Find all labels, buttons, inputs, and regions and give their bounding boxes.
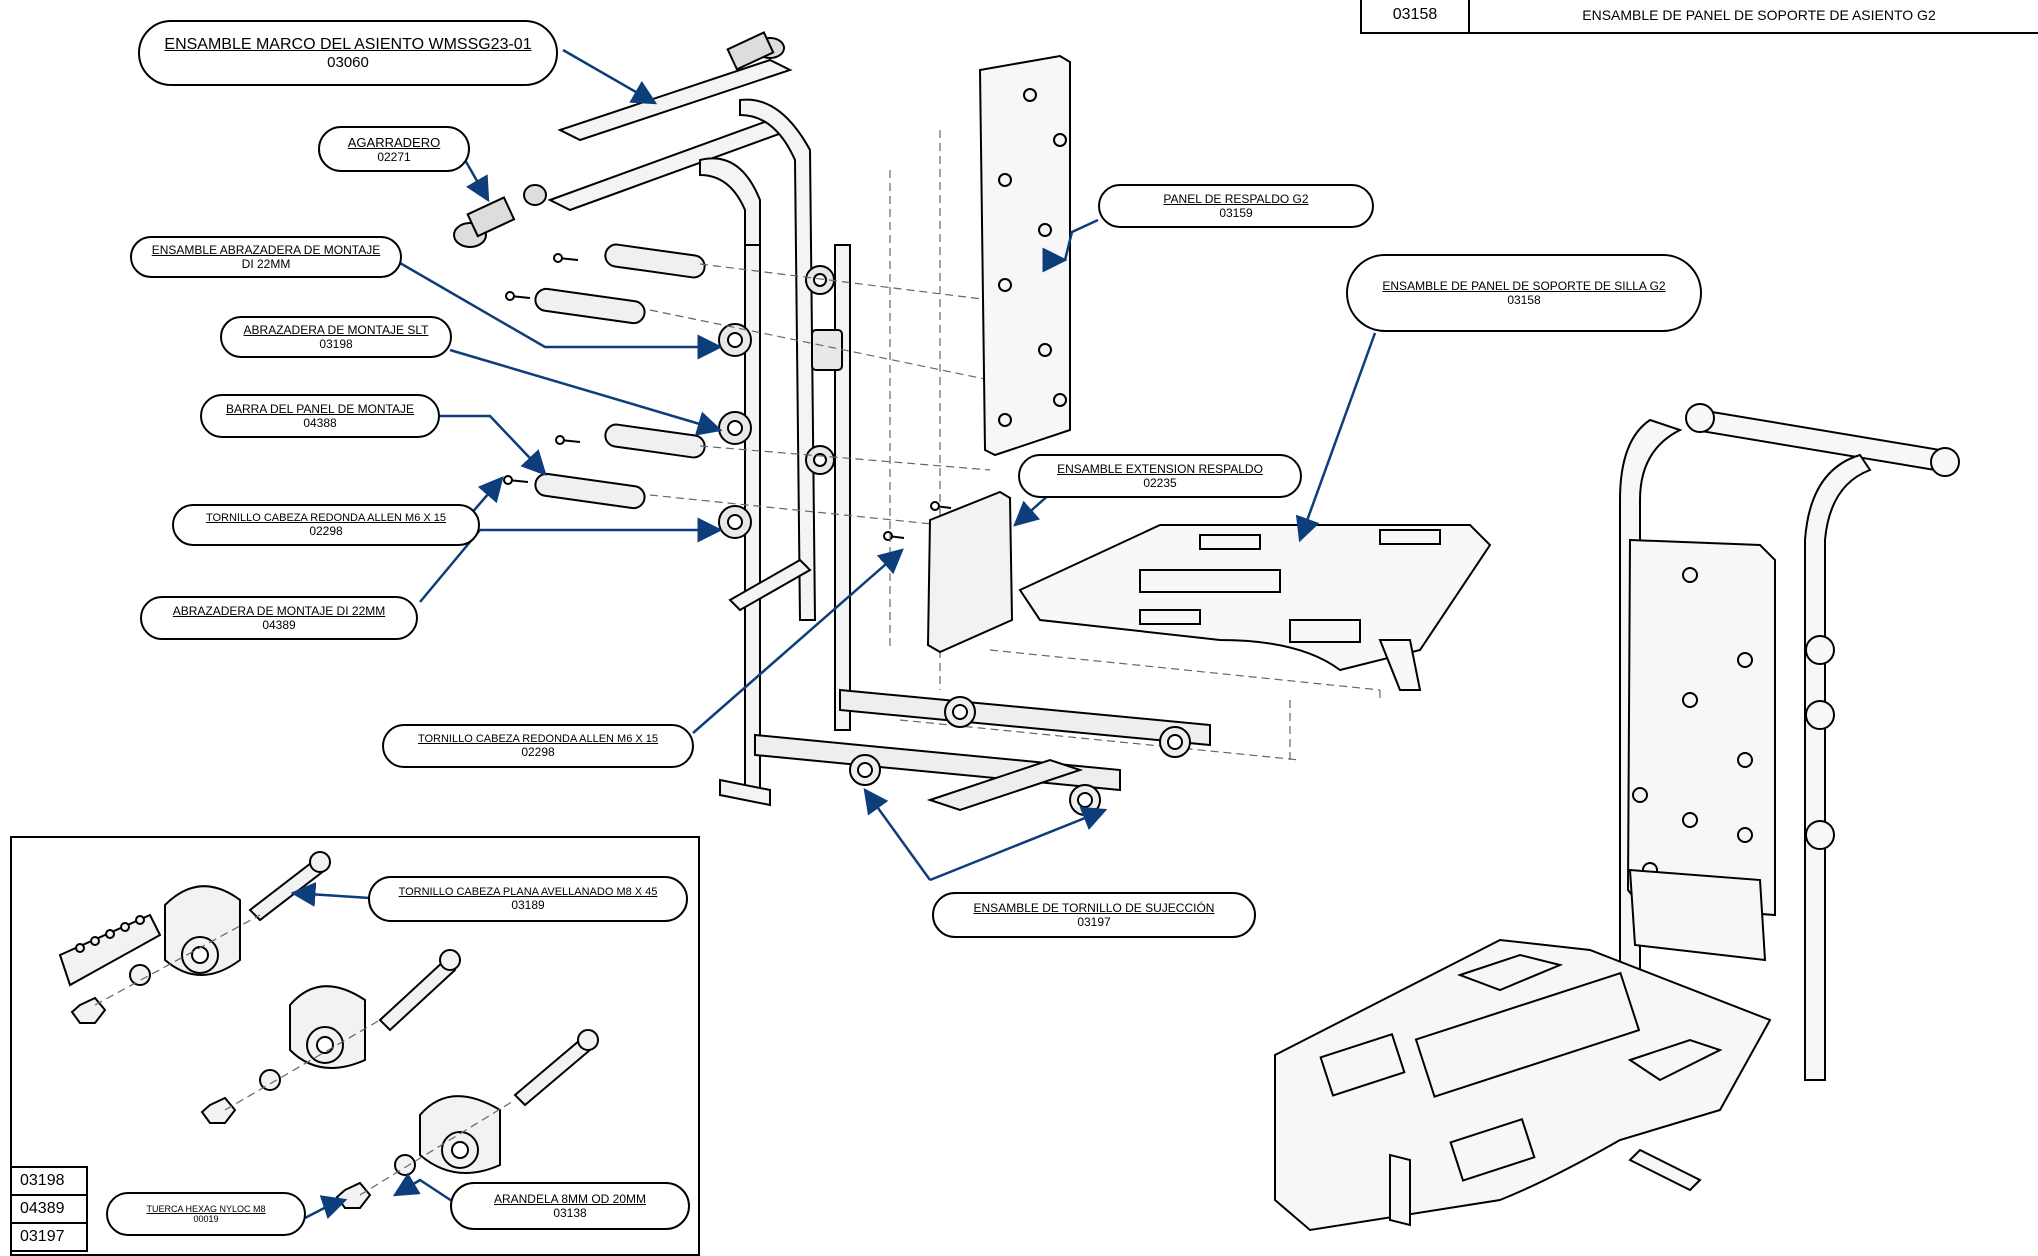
- callout-seat-support-name: ENSAMBLE DE PANEL DE SOPORTE DE SILLA G2: [1382, 279, 1666, 293]
- callout-flat-screw-part: 03189: [511, 898, 545, 912]
- callout-nut: TUERCA HEXAG NYLOC M8 00019: [106, 1192, 306, 1236]
- assembly-guide-lines: [649, 130, 1381, 761]
- callout-clamp-screw-asm-part: 03197: [1077, 915, 1111, 929]
- inset-part-table: 03198 04389 03197: [10, 1166, 88, 1252]
- handle-grip-part: [453, 31, 785, 248]
- callout-screw-left-part: 02298: [309, 524, 343, 538]
- backrest-extension-part: [926, 490, 1014, 654]
- callout-washer-name: ARANDELA 8MM OD 20MM: [493, 1192, 647, 1206]
- inset-part-row: 03198: [10, 1166, 88, 1196]
- seat-frame-part: [547, 58, 851, 807]
- callout-nut-name: TUERCA HEXAG NYLOC M8: [146, 1204, 266, 1214]
- callout-seat-support-part: 03158: [1507, 293, 1541, 307]
- title-block-description: ENSAMBLE DE PANEL DE SOPORTE DE ASIENTO …: [1468, 0, 2038, 34]
- callout-clamp-22: ABRAZADERA DE MONTAJE DI 22MM 04389: [140, 596, 418, 640]
- callout-seat-frame-name: ENSAMBLE MARCO DEL ASIENTO WMSSG23-01: [164, 35, 532, 53]
- title-block-table: 03158 ENSAMBLE DE PANEL DE SOPORTE DE AS…: [1360, 0, 2038, 34]
- callout-screw-left-name: TORNILLO CABEZA REDONDA ALLEN M6 X 15: [205, 512, 447, 524]
- callout-seat-frame: ENSAMBLE MARCO DEL ASIENTO WMSSG23-01 03…: [138, 20, 558, 86]
- inset-part-row: 03197: [10, 1222, 88, 1252]
- callout-clamp-22-part: 04389: [262, 618, 296, 632]
- inset-part-cell: 04389: [10, 1194, 88, 1224]
- callout-slt-clamp: ABRAZADERA DE MONTAJE SLT 03198: [220, 316, 452, 358]
- callout-handle: AGARRADERO 02271: [318, 126, 470, 172]
- callout-washer-part: 03138: [553, 1206, 587, 1220]
- callout-mount-clamp-asm: ENSAMBLE ABRAZADERA DE MONTAJE DI 22MM: [130, 236, 402, 278]
- callout-clamp-screw-asm-name: ENSAMBLE DE TORNILLO DE SUJECCIÓN: [973, 901, 1215, 915]
- callout-screw-mid: TORNILLO CABEZA REDONDA ALLEN M6 X 15 02…: [382, 724, 694, 768]
- callout-screw-mid-part: 02298: [521, 745, 555, 759]
- callout-flat-screw: TORNILLO CABEZA PLANA AVELLANADO M8 X 45…: [368, 876, 688, 922]
- callout-washer: ARANDELA 8MM OD 20MM 03138: [450, 1182, 690, 1230]
- title-block-part-number: 03158: [1360, 0, 1470, 34]
- inset-part-cell: 03197: [10, 1222, 88, 1252]
- callout-backrest-panel-name: PANEL DE RESPALDO G2: [1163, 192, 1309, 206]
- callout-backrest-panel: PANEL DE RESPALDO G2 03159: [1098, 184, 1374, 228]
- callout-backrest-panel-part: 03159: [1219, 206, 1253, 220]
- panel-mount-bars: [534, 243, 706, 510]
- inset-part-row: 04389: [10, 1194, 88, 1224]
- backrest-panel-part: [978, 54, 1071, 457]
- callout-backrest-ext: ENSAMBLE EXTENSION RESPALDO 02235: [1018, 454, 1302, 498]
- callout-seat-support: ENSAMBLE DE PANEL DE SOPORTE DE SILLA G2…: [1346, 254, 1702, 332]
- inset-guide-lines: [94, 914, 516, 1196]
- callout-handle-name: AGARRADERO: [347, 134, 441, 150]
- callout-slt-clamp-name: ABRAZADERA DE MONTAJE SLT: [243, 323, 429, 337]
- callout-backrest-ext-part: 02235: [1143, 476, 1177, 490]
- callout-seat-frame-part: 03060: [327, 53, 369, 71]
- callout-screw-mid-name: TORNILLO CABEZA REDONDA ALLEN M6 X 15: [417, 733, 659, 745]
- clamp-screw-rails: [754, 688, 1211, 816]
- callout-slt-clamp-part: 03198: [319, 337, 353, 351]
- callout-flat-screw-name: TORNILLO CABEZA PLANA AVELLANADO M8 X 45: [398, 886, 658, 898]
- callout-mount-clamp-asm-name: ENSAMBLE ABRAZADERA DE MONTAJE: [151, 243, 381, 257]
- assembled-seat-view: [1274, 403, 1960, 1232]
- callout-panel-bar: BARRA DEL PANEL DE MONTAJE 04388: [200, 394, 440, 438]
- callout-backrest-ext-name: ENSAMBLE EXTENSION RESPALDO: [1057, 462, 1263, 476]
- inset-part-cell: 03198: [10, 1166, 88, 1196]
- callout-nut-part: 00019: [193, 1214, 219, 1224]
- callout-clamp-screw-asm: ENSAMBLE DE TORNILLO DE SUJECCIÓN 03197: [932, 892, 1256, 938]
- title-block-row: 03158 ENSAMBLE DE PANEL DE SOPORTE DE AS…: [1360, 0, 2038, 34]
- callout-screw-left: TORNILLO CABEZA REDONDA ALLEN M6 X 15 02…: [172, 504, 480, 546]
- callout-clamp-22-name: ABRAZADERA DE MONTAJE DI 22MM: [172, 604, 386, 618]
- small-screws: [503, 253, 952, 541]
- callout-panel-bar-name: BARRA DEL PANEL DE MONTAJE: [225, 402, 415, 416]
- callout-panel-bar-part: 04388: [303, 416, 337, 430]
- callout-handle-part: 02271: [377, 149, 411, 164]
- seat-support-plate-part: [1018, 524, 1492, 691]
- callout-mount-clamp-asm-part: DI 22MM: [241, 257, 291, 271]
- mount-clamps: [718, 265, 843, 539]
